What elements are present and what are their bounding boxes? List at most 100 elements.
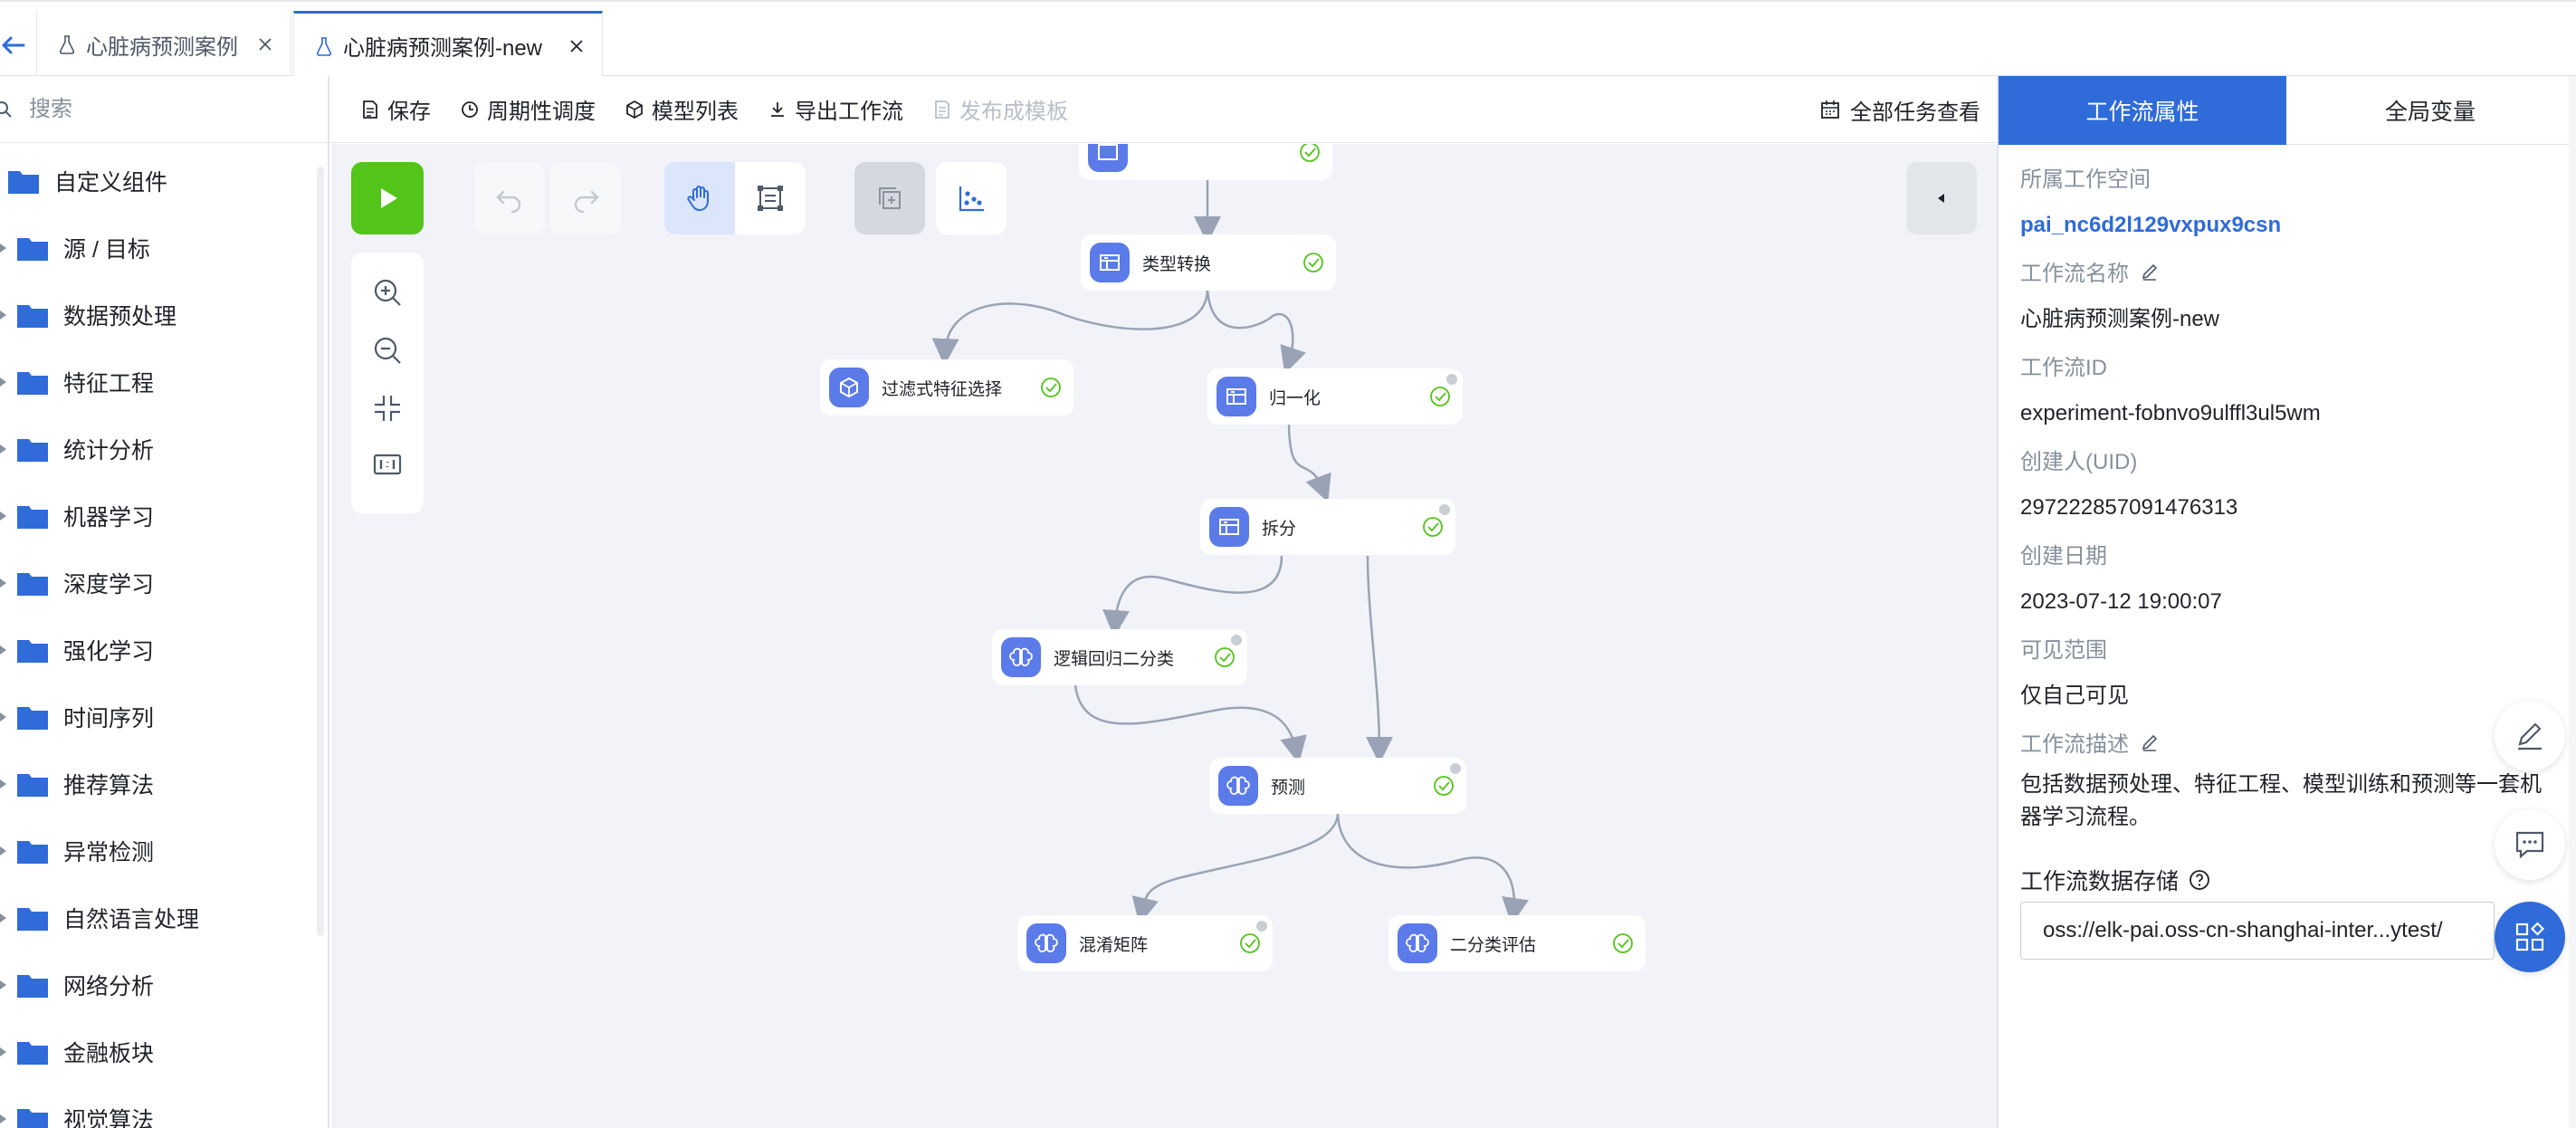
tree-item-folder[interactable]: 自然语言处理	[0, 891, 317, 945]
tab-workflow-1[interactable]: 心脏病预测案例	[36, 11, 291, 78]
tree-item-folder[interactable]: 强化学习	[0, 623, 317, 677]
creator-value: 297222857091476313	[2020, 495, 2238, 520]
caret-right-icon[interactable]	[0, 376, 9, 388]
field-label: 工作流ID	[2020, 356, 2107, 380]
tree-item-folder[interactable]: 推荐算法	[0, 757, 317, 811]
tree-item-custom[interactable]: 自定义组件	[0, 154, 317, 208]
caret-right-icon[interactable]	[0, 845, 9, 857]
field-label: 所属工作空间	[2020, 167, 2151, 192]
caret-right-icon[interactable]	[0, 912, 9, 924]
help-circle-icon[interactable]	[2188, 868, 2211, 892]
pan-mode-button[interactable]	[664, 162, 735, 234]
caret-right-icon[interactable]	[0, 644, 9, 656]
tree-item-folder[interactable]: 金融板块	[0, 1025, 317, 1079]
edit-pencil-icon[interactable]	[2140, 262, 2160, 282]
all-tasks-button[interactable]: 全部任务查看	[1819, 76, 1980, 143]
edit-pencil-icon[interactable]	[2140, 732, 2160, 752]
node-status-dot[interactable]	[1450, 763, 1461, 774]
tab-workflow-2[interactable]: 心脏病预测案例-new	[293, 11, 603, 78]
caret-right-icon[interactable]	[0, 443, 9, 455]
sidebar-scrollbar[interactable]	[317, 167, 324, 936]
tree-item-folder[interactable]: 机器学习	[0, 489, 317, 543]
zoom-in-button[interactable]	[369, 274, 405, 311]
actual-size-button[interactable]	[369, 446, 405, 483]
workspace-link[interactable]: pai_nc6d2l129vxpux9csn	[2020, 213, 2282, 237]
zoom-out-icon	[374, 337, 401, 364]
model-list-button[interactable]: 模型列表	[625, 93, 739, 125]
tree-item-folder[interactable]: 网络分析	[0, 958, 317, 1012]
node-status-dot[interactable]	[1256, 921, 1267, 932]
fit-view-button[interactable]	[369, 390, 405, 426]
folder-icon	[17, 305, 48, 328]
zoom-out-button[interactable]	[369, 332, 405, 368]
float-chat-button[interactable]	[2495, 809, 2565, 880]
save-button[interactable]: 保存	[360, 93, 431, 125]
redo-button[interactable]	[550, 162, 621, 234]
folder-icon	[17, 506, 48, 529]
caret-right-icon[interactable]	[0, 309, 9, 321]
caret-right-icon[interactable]	[0, 510, 9, 522]
search-input[interactable]	[29, 96, 301, 122]
storage-path-input[interactable]: oss://elk-pai.oss-cn-shanghai-inter...yt…	[2020, 902, 2495, 960]
schedule-label: 周期性调度	[487, 100, 596, 124]
node-status-dot[interactable]	[1231, 635, 1242, 645]
schedule-button[interactable]: 周期性调度	[460, 93, 596, 125]
workflow-node-binary-eval[interactable]: 二分类评估	[1388, 915, 1646, 971]
caret-right-icon[interactable]	[0, 242, 9, 254]
search-icon	[0, 100, 12, 118]
node-status-dot[interactable]	[1439, 504, 1450, 515]
undo-button[interactable]	[474, 162, 545, 234]
tree-item-folder[interactable]: 深度学习	[0, 556, 317, 610]
workflow-node-cast[interactable]: 类型转换	[1081, 234, 1336, 291]
run-button[interactable]	[351, 162, 424, 234]
check-circle-icon	[1041, 378, 1061, 397]
publish-template-button[interactable]: 发布成模板	[932, 93, 1068, 125]
node-brain-icon	[1001, 637, 1041, 677]
caret-right-icon[interactable]	[0, 711, 9, 723]
caret-right-icon[interactable]	[0, 1046, 9, 1058]
copy-button[interactable]	[854, 162, 925, 234]
close-icon[interactable]	[568, 37, 586, 55]
workflow-node-top[interactable]	[1079, 144, 1332, 180]
select-mode-button[interactable]	[735, 162, 806, 234]
node-table-icon	[1209, 507, 1249, 547]
field-visibility: 可见范围 仅自己可见	[2020, 632, 2554, 712]
node-label: 类型转换	[1142, 254, 1212, 274]
workflow-node-split[interactable]: 拆分	[1200, 499, 1455, 555]
tree-item-folder[interactable]: 异常检测	[0, 824, 317, 878]
workflow-node-lr[interactable]: 逻辑回归二分类	[992, 629, 1247, 685]
float-edit-button[interactable]	[2495, 701, 2565, 771]
workflow-canvas[interactable]: 类型转换 过滤式特征选择 归一化 拆分 逻辑回归二分类 预测 混淆矩阵	[331, 144, 1997, 1128]
workflow-node-filter[interactable]: 过滤式特征选择	[820, 359, 1073, 416]
hand-icon	[687, 186, 709, 211]
node-status-dot[interactable]	[1446, 374, 1457, 385]
panel-scrollbar[interactable]	[2569, 76, 2576, 1128]
folder-icon	[17, 640, 48, 663]
caret-right-icon[interactable]	[0, 778, 9, 790]
tree-item-label: 视觉算法	[63, 1108, 155, 1128]
workflow-node-predict[interactable]: 预测	[1209, 758, 1466, 814]
tree-item-folder[interactable]: 数据预处理	[0, 288, 317, 342]
tree-item-folder[interactable]: 时间序列	[0, 690, 317, 744]
tree-item-folder[interactable]: 源 / 目标	[0, 221, 317, 275]
redo-icon	[574, 190, 599, 214]
back-arrow-icon[interactable]	[0, 29, 27, 62]
caret-right-icon[interactable]	[0, 577, 9, 589]
export-workflow-button[interactable]: 导出工作流	[768, 93, 903, 125]
caret-right-icon[interactable]	[0, 1113, 9, 1125]
tab-global-variables[interactable]: 全局变量	[2384, 100, 2476, 125]
edge-split-pred	[1365, 555, 1393, 764]
close-icon[interactable]	[256, 35, 274, 53]
collapse-panel-button[interactable]	[1906, 162, 1977, 234]
tree-item-folder[interactable]: 特征工程	[0, 355, 317, 409]
field-creator: 创建人(UID) 297222857091476313	[2020, 444, 2554, 524]
node-brain-icon	[1026, 923, 1066, 963]
auto-layout-button[interactable]	[936, 162, 1007, 234]
float-apps-button[interactable]	[2495, 902, 2565, 972]
caret-right-icon[interactable]	[0, 979, 9, 991]
tab-workflow-properties[interactable]: 工作流属性	[1999, 76, 2286, 145]
tree-item-folder[interactable]: 视觉算法	[0, 1092, 317, 1128]
workflow-node-norm[interactable]: 归一化	[1207, 368, 1463, 425]
workflow-node-confusion-matrix[interactable]: 混淆矩阵	[1017, 915, 1273, 971]
tree-item-folder[interactable]: 统计分析	[0, 422, 317, 476]
